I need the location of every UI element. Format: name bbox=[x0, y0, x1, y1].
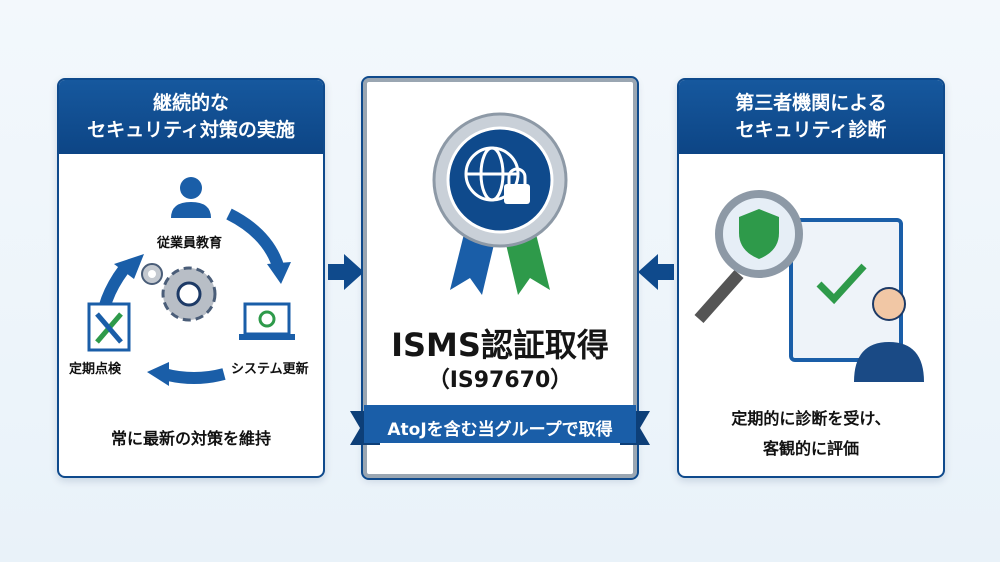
card-title-line1: 第三者機関による bbox=[735, 92, 887, 114]
card-title-line2: セキュリティ対策の実施 bbox=[87, 119, 295, 141]
card-title-line2: セキュリティ診断 bbox=[735, 119, 887, 141]
arrow-left-icon bbox=[638, 254, 674, 290]
cycle-arrow-right-icon bbox=[226, 208, 285, 271]
certification-title: ISMS認証取得 bbox=[391, 326, 609, 364]
cycle-label-training: 従業員教育 bbox=[157, 236, 223, 251]
clipboard-check-icon bbox=[789, 218, 903, 362]
third-party-diagnosis-card: 第三者機関による セキュリティ診断 定期的に診断を受け、 客観的に評価 bbox=[677, 78, 945, 478]
card-footer-line2: 客観的に評価 bbox=[762, 439, 859, 458]
clipboard-wrench-icon bbox=[87, 302, 131, 352]
employee-icon bbox=[171, 177, 211, 218]
continuous-measures-card: 継続的な セキュリティ対策の実施 従業員教育 システム更新 定期点検 常に最新の… bbox=[57, 78, 325, 478]
cycle-diagram bbox=[87, 177, 295, 386]
group-banner: AtoJを含む当グループで取得 bbox=[350, 405, 650, 449]
laptop-refresh-icon bbox=[239, 302, 295, 340]
diagnosis-illustration bbox=[694, 190, 924, 382]
gear-icon bbox=[141, 263, 217, 322]
group-banner-text: AtoJを含む当グループで取得 bbox=[387, 420, 613, 440]
cycle-label-inspection: 定期点検 bbox=[69, 362, 122, 377]
card-footer: 常に最新の対策を維持 bbox=[110, 429, 271, 448]
cycle-arrow-bottom-icon bbox=[162, 368, 226, 384]
arrow-right-icon bbox=[328, 254, 364, 290]
auditor-icon bbox=[854, 287, 924, 382]
card-header: 継続的な セキュリティ対策の実施 bbox=[59, 80, 323, 154]
certification-code: （IS97670） bbox=[427, 368, 573, 393]
card-footer-line1: 定期的に診断を受け、 bbox=[731, 409, 891, 428]
magnifier-shield-icon bbox=[694, 190, 803, 323]
cycle-label-system-update: システム更新 bbox=[231, 362, 309, 377]
card-title-line1: 継続的な bbox=[152, 92, 229, 114]
security-badge-icon bbox=[432, 112, 568, 295]
card-header: 第三者機関による セキュリティ診断 bbox=[679, 80, 943, 154]
